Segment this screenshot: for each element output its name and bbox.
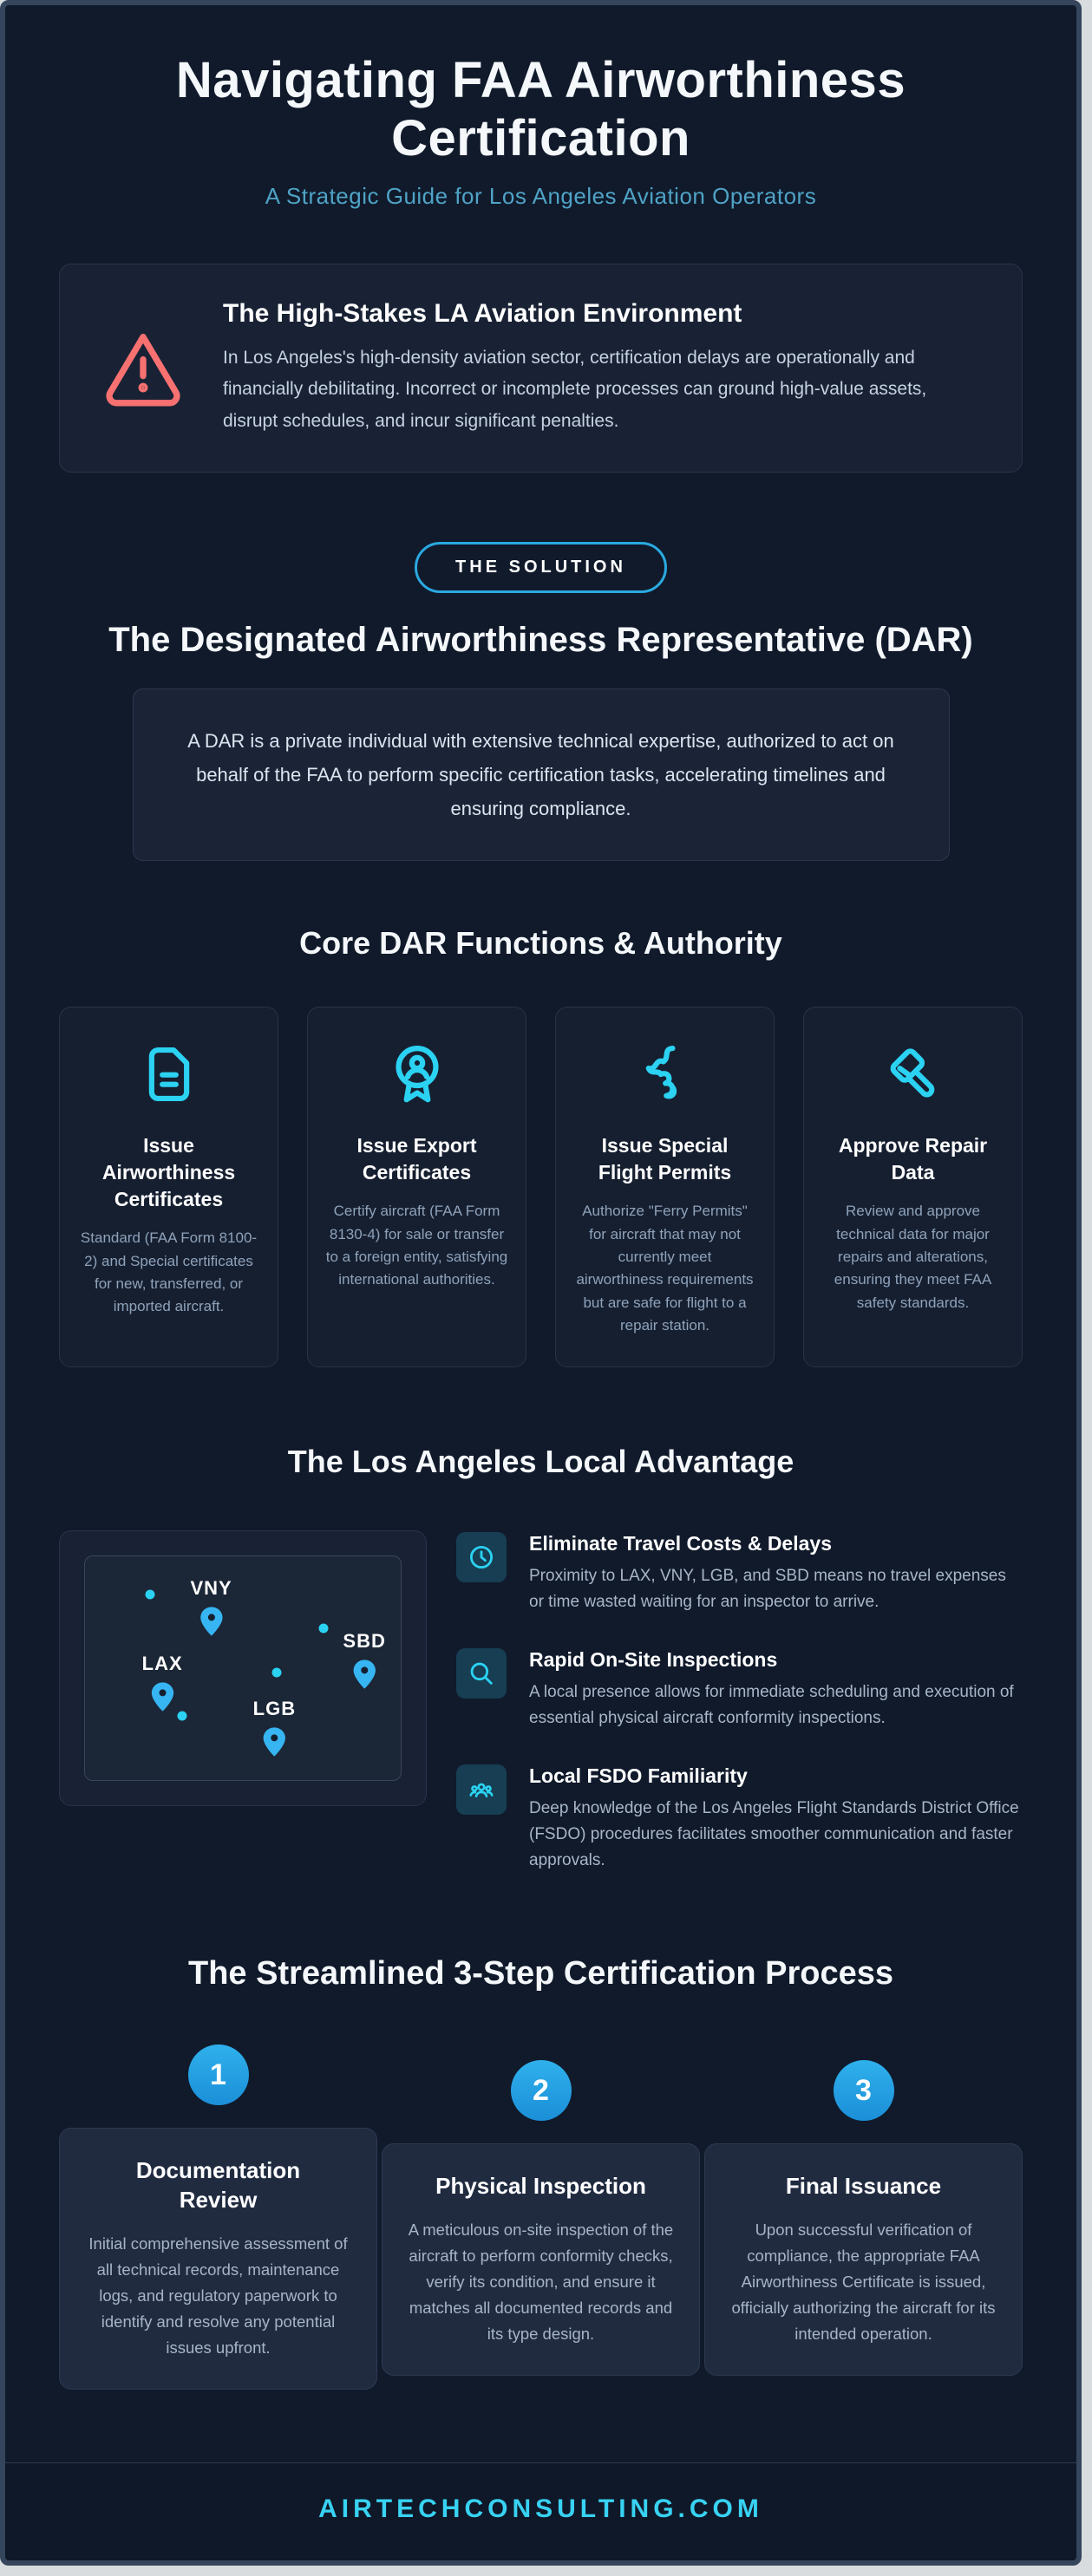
step-title: Final Issuance: [785, 2173, 942, 2200]
step-number-badge: 1: [187, 2044, 249, 2106]
process-step-2: 2 Physical Inspection A meticulous on-si…: [382, 2060, 700, 2377]
airport-code: LAX: [141, 1653, 183, 1675]
warning-triangle-icon: [106, 333, 180, 407]
function-cards: Issue Airworthiness Certificates Standar…: [59, 1007, 1023, 1368]
map-dot: [177, 1711, 187, 1720]
function-card-flight-permits: Issue Special Flight Permits Authorize "…: [555, 1007, 775, 1368]
step-body: Initial comprehensive assessment of all …: [88, 2234, 348, 2357]
step-title: Physical Inspection: [435, 2173, 646, 2200]
solution-badge: THE SOLUTION: [415, 541, 667, 593]
function-card-body: Standard (FAA Form 8100-2) and Special c…: [80, 1229, 258, 1315]
warning-title: The High-Stakes LA Aviation Environment: [223, 299, 742, 329]
la-map: VNY LAX LGB: [84, 1555, 402, 1782]
map-pin-icon: [151, 1682, 173, 1712]
map-pin-icon: [199, 1606, 223, 1636]
step-card: Documentation Review Initial comprehensi…: [59, 2128, 377, 2390]
page-title: Navigating FAA Airworthiness Certificati…: [175, 52, 906, 166]
footer-website-link[interactable]: AIRTECHCONSULTING.COM: [318, 2494, 763, 2523]
function-card-airworthiness: Issue Airworthiness Certificates Standar…: [59, 1007, 278, 1368]
map-marker-sbd: SBD: [343, 1630, 385, 1695]
process-heading: The Streamlined 3-Step Certification Pro…: [187, 1955, 893, 1992]
map-marker-lgb: LGB: [253, 1698, 296, 1763]
document-icon: [148, 1047, 189, 1102]
feature-fsdo-familiarity: Local FSDO Familiarity Deep knowledge of…: [456, 1764, 1023, 1874]
people-icon: [469, 1783, 494, 1798]
dar-description: A DAR is a private individual with exten…: [187, 729, 894, 820]
process-steps: 1 Documentation Review Initial comprehen…: [59, 2044, 1023, 2390]
map-dot: [318, 1623, 329, 1634]
function-card-title: Issue Export Certificates: [356, 1134, 477, 1184]
feature-body: A local presence allows for immediate sc…: [529, 1683, 1014, 1728]
process-step-1: 1 Documentation Review Initial comprehen…: [59, 2044, 377, 2390]
step-card: Final Issuance Upon successful verificat…: [704, 2143, 1023, 2377]
feature-body: Proximity to LAX, VNY, LGB, and SBD mean…: [529, 1567, 1006, 1612]
step-title: Documentation Review: [135, 2157, 301, 2214]
page-subtitle: A Strategic Guide for Los Angeles Aviati…: [265, 183, 817, 210]
function-card-title: Issue Special Flight Permits: [598, 1134, 732, 1184]
feature-body: Deep knowledge of the Los Angeles Flight…: [529, 1799, 1019, 1870]
plane-scribble-icon: [645, 1046, 677, 1099]
function-card-repair-data: Approve Repair Data Review and approve t…: [803, 1007, 1023, 1368]
step-card: Physical Inspection A meticulous on-site…: [382, 2143, 700, 2377]
airport-code: VNY: [190, 1576, 232, 1599]
feature-travel-costs: Eliminate Travel Costs & Delays Proximit…: [456, 1532, 1023, 1615]
step-number-badge: 3: [833, 2060, 894, 2122]
function-card-body: Certify aircraft (FAA Form 8130-4) for s…: [325, 1203, 508, 1288]
function-card-title: Issue Airworthiness Certificates: [101, 1134, 236, 1211]
feature-title: Eliminate Travel Costs & Delays: [529, 1532, 832, 1555]
magnifier-icon: [470, 1663, 493, 1686]
feature-title: Local FSDO Familiarity: [529, 1764, 748, 1788]
feature-onsite-inspections: Rapid On-Site Inspections A local presen…: [456, 1648, 1023, 1731]
step-body: A meticulous on-site inspection of the a…: [408, 2221, 674, 2344]
badge-person-icon: [395, 1046, 439, 1103]
function-card-export: Issue Export Certificates Certify aircra…: [307, 1007, 526, 1368]
core-functions-heading: Core DAR Functions & Authority: [299, 925, 782, 962]
function-card-title: Approve Repair Data: [838, 1134, 988, 1184]
function-card-body: Authorize "Ferry Permits" for aircraft t…: [576, 1203, 754, 1334]
map-marker-lax: LAX: [142, 1653, 183, 1718]
clock-icon: [469, 1546, 494, 1569]
warning-body: In Los Angeles's high-density aviation s…: [223, 348, 927, 431]
airport-code: LGB: [252, 1697, 297, 1719]
feature-title: Rapid On-Site Inspections: [529, 1648, 778, 1672]
map-dot: [271, 1667, 282, 1678]
gavel-icon: [890, 1048, 934, 1098]
dar-description-box: A DAR is a private individual with exten…: [132, 688, 950, 862]
process-step-3: 3 Final Issuance Upon successful verific…: [704, 2060, 1023, 2377]
step-number-badge: 2: [510, 2060, 572, 2122]
icon-tile: [456, 1764, 507, 1816]
map-pin-icon: [353, 1660, 376, 1690]
la-map-card: VNY LAX LGB: [59, 1530, 427, 1807]
step-body: Upon successful verification of complian…: [731, 2221, 996, 2344]
map-dot: [145, 1589, 155, 1600]
airport-code: SBD: [343, 1630, 386, 1653]
dar-heading: The Designated Airworthiness Representat…: [108, 620, 973, 659]
advantage-features: Eliminate Travel Costs & Delays Proximit…: [456, 1530, 1023, 1874]
icon-tile: [456, 1532, 507, 1583]
map-marker-vny: VNY: [190, 1577, 232, 1642]
la-advantage-heading: The Los Angeles Local Advantage: [287, 1444, 794, 1480]
warning-card: The High-Stakes LA Aviation Environment …: [59, 264, 1023, 473]
map-pin-icon: [263, 1727, 286, 1757]
icon-tile: [456, 1648, 507, 1699]
footer: AIRTECHCONSULTING.COM: [5, 2462, 1076, 2560]
function-card-body: Review and approve technical data for ma…: [834, 1203, 992, 1311]
